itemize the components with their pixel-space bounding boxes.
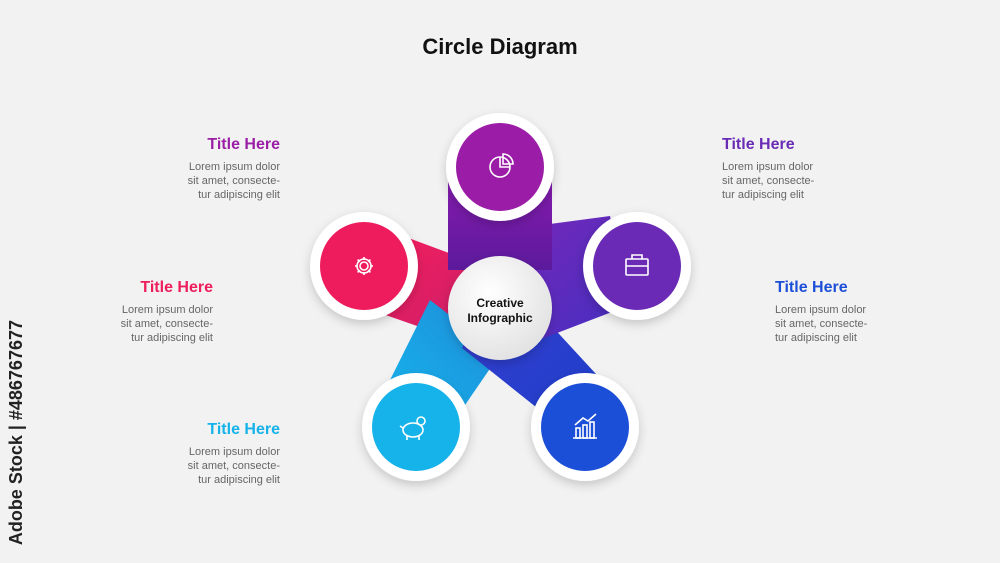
center-label: Creative Infographic [440,296,560,326]
center-ball [448,256,552,360]
item-desc-3: tur adipiscing elit [131,332,213,344]
item-title: Title Here [207,136,280,153]
node-bottom-left [362,373,470,481]
item-title: Title Here [722,136,795,153]
piggy-bank-icon [399,416,426,440]
briefcase-icon [625,254,649,276]
item-desc-1: Lorem ipsum dolor [775,304,867,316]
item-desc-1: Lorem ipsum dolor [188,161,280,173]
item-title: Title Here [207,421,280,438]
text-block-bottom-left: Title Here Lorem ipsum dolor sit amet, c… [120,421,280,487]
item-desc-2: sit amet, consecte- [187,460,280,472]
node-left [310,212,418,320]
text-block-top-left: Title Here Lorem ipsum dolor sit amet, c… [120,136,280,202]
center-label-line1: Creative [476,296,524,310]
item-desc-3: tur adipiscing elit [775,332,857,344]
node-bottom-right [531,373,639,481]
item-desc-1: Lorem ipsum dolor [188,446,280,458]
item-desc-3: tur adipiscing elit [198,474,280,486]
item-desc-3: tur adipiscing elit [722,189,804,201]
stock-watermark: Adobe Stock | #486767677 [6,320,26,546]
item-title: Title Here [140,279,213,296]
text-block-top-right: Title Here Lorem ipsum dolor sit amet, c… [722,136,882,202]
item-desc-3: tur adipiscing elit [198,189,280,201]
item-title: Title Here [775,279,848,296]
text-block-mid-left: Title Here Lorem ipsum dolor sit amet, c… [53,279,213,345]
gear-icon [355,257,373,275]
item-desc-2: sit amet, consecte- [120,318,213,330]
text-block-mid-right: Title Here Lorem ipsum dolor sit amet, c… [775,279,935,345]
page-title: Circle Diagram [422,34,578,59]
item-desc-2: sit amet, consecte- [187,175,280,187]
item-desc-1: Lorem ipsum dolor [121,304,213,316]
bar-chart-icon [573,413,597,439]
item-desc-2: sit amet, consecte- [775,318,868,330]
item-desc-1: Lorem ipsum dolor [722,161,814,173]
item-desc-2: sit amet, consecte- [722,175,815,187]
pie-chart-icon [489,153,514,178]
center-label-line2: Infographic [467,311,533,325]
